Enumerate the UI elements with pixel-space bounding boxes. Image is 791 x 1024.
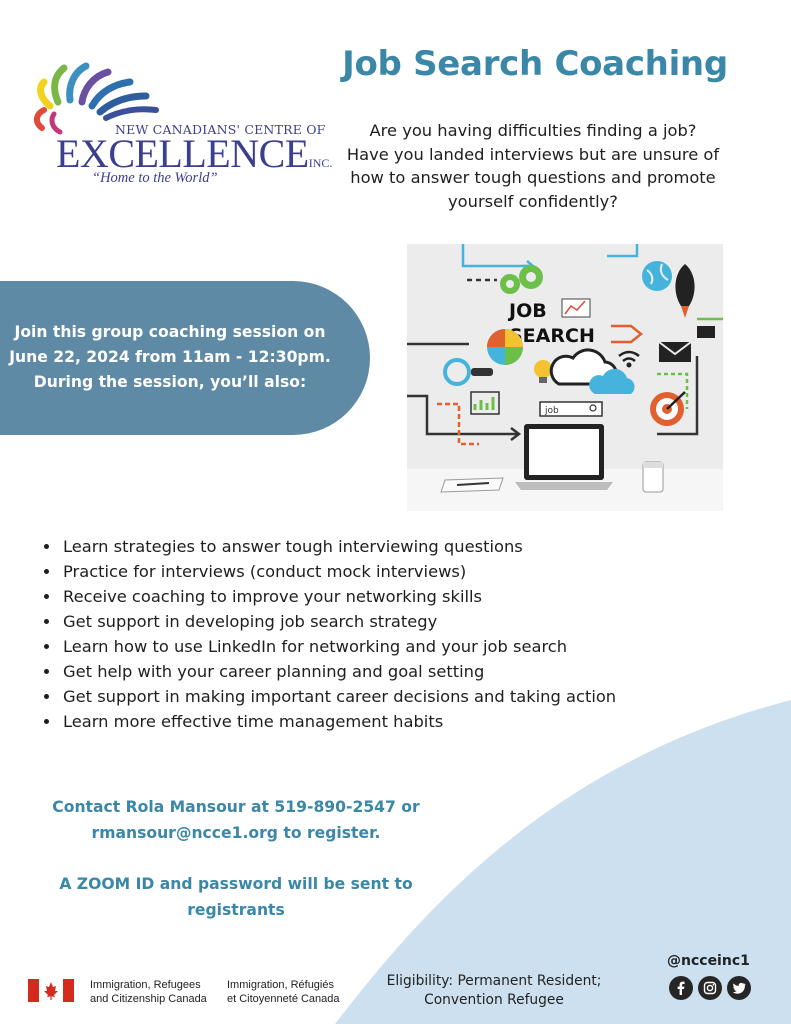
ircc-french: Immigration, Réfugiés et Citoyenneté Can… bbox=[227, 978, 340, 1006]
session-line: June 22, 2024 from 11am - 12:30pm. bbox=[9, 348, 331, 366]
ircc-english-line: Immigration, Refugees bbox=[90, 979, 201, 991]
intro-line: yourself confidently? bbox=[448, 191, 618, 211]
session-banner bbox=[0, 281, 370, 435]
instagram-icon[interactable] bbox=[698, 976, 722, 1000]
list-item: Learn how to use LinkedIn for networking… bbox=[61, 634, 616, 659]
list-item: Practice for interviews (conduct mock in… bbox=[61, 559, 616, 584]
ircc-english-line: and Citizenship Canada bbox=[90, 993, 207, 1005]
eligibility-note: Eligibility: Permanent Resident; Convent… bbox=[374, 972, 614, 1010]
logo-name: EXCELLENCEINC. bbox=[56, 130, 332, 177]
contact-line: Contact Rola Mansour at 519-890-2547 or bbox=[52, 798, 420, 816]
social-icons bbox=[669, 976, 751, 1000]
ircc-english: Immigration, Refugees and Citizenship Ca… bbox=[90, 978, 207, 1006]
zoom-line: A ZOOM ID and password will be sent to bbox=[59, 875, 413, 893]
logo-suffix: INC. bbox=[308, 156, 333, 170]
intro-paragraph: Are you having difficulties finding a jo… bbox=[318, 119, 748, 213]
zoom-notice: A ZOOM ID and password will be sent to r… bbox=[40, 872, 432, 923]
logo-tagline: “Home to the World” bbox=[92, 170, 218, 186]
illustration-word-search: SEARCH bbox=[509, 325, 595, 347]
job-search-illustration: JOB SEARCH bbox=[407, 244, 723, 511]
contact-line: rmansour@ncce1.org to register. bbox=[91, 823, 381, 842]
logo-fan-icon bbox=[34, 62, 159, 135]
social-handle: @ncceinc1 bbox=[667, 953, 750, 969]
ircc-french-line: Immigration, Réfugiés bbox=[227, 979, 334, 991]
list-item: Learn more effective time management hab… bbox=[61, 709, 616, 734]
zoom-line: registrants bbox=[187, 900, 285, 919]
contact-info: Contact Rola Mansour at 519-890-2547 or … bbox=[40, 795, 432, 846]
logo-name-word: EXCELLENCE bbox=[56, 131, 309, 176]
list-item: Get support in developing job search str… bbox=[61, 609, 616, 634]
illustration-searchbox-text: job bbox=[544, 406, 559, 416]
intro-line: Have you landed interviews but are unsur… bbox=[346, 144, 720, 164]
list-item: Get support in making important career d… bbox=[61, 684, 616, 709]
session-line: During the session, you’ll also: bbox=[33, 373, 307, 391]
ircc-french-line: et Citoyenneté Canada bbox=[227, 993, 340, 1005]
canada-flag-icon bbox=[28, 979, 74, 1002]
list-item: Get help with your career planning and g… bbox=[61, 659, 616, 684]
facebook-icon[interactable] bbox=[669, 976, 693, 1000]
session-text: Join this group coaching session on June… bbox=[0, 320, 340, 395]
intro-line: how to answer tough questions and promot… bbox=[350, 168, 716, 187]
twitter-icon[interactable] bbox=[727, 976, 751, 1000]
illustration-word-job: JOB bbox=[507, 300, 547, 322]
benefits-list: Learn strategies to answer tough intervi… bbox=[40, 534, 616, 734]
organization-logo: NEW CANADIANS' CENTRE OF EXCELLENCEINC. … bbox=[30, 58, 332, 193]
list-item: Receive coaching to improve your network… bbox=[61, 584, 616, 609]
intro-line: Are you having difficulties finding a jo… bbox=[369, 121, 697, 140]
list-item: Learn strategies to answer tough intervi… bbox=[61, 534, 616, 559]
logo-org-line: NEW CANADIANS' CENTRE OF bbox=[115, 122, 326, 137]
page-title: Job Search Coaching bbox=[342, 44, 728, 84]
eligibility-line: Eligibility: Permanent Resident; bbox=[386, 973, 602, 989]
session-line: Join this group coaching session on bbox=[14, 323, 326, 341]
eligibility-line: Convention Refugee bbox=[424, 992, 564, 1008]
